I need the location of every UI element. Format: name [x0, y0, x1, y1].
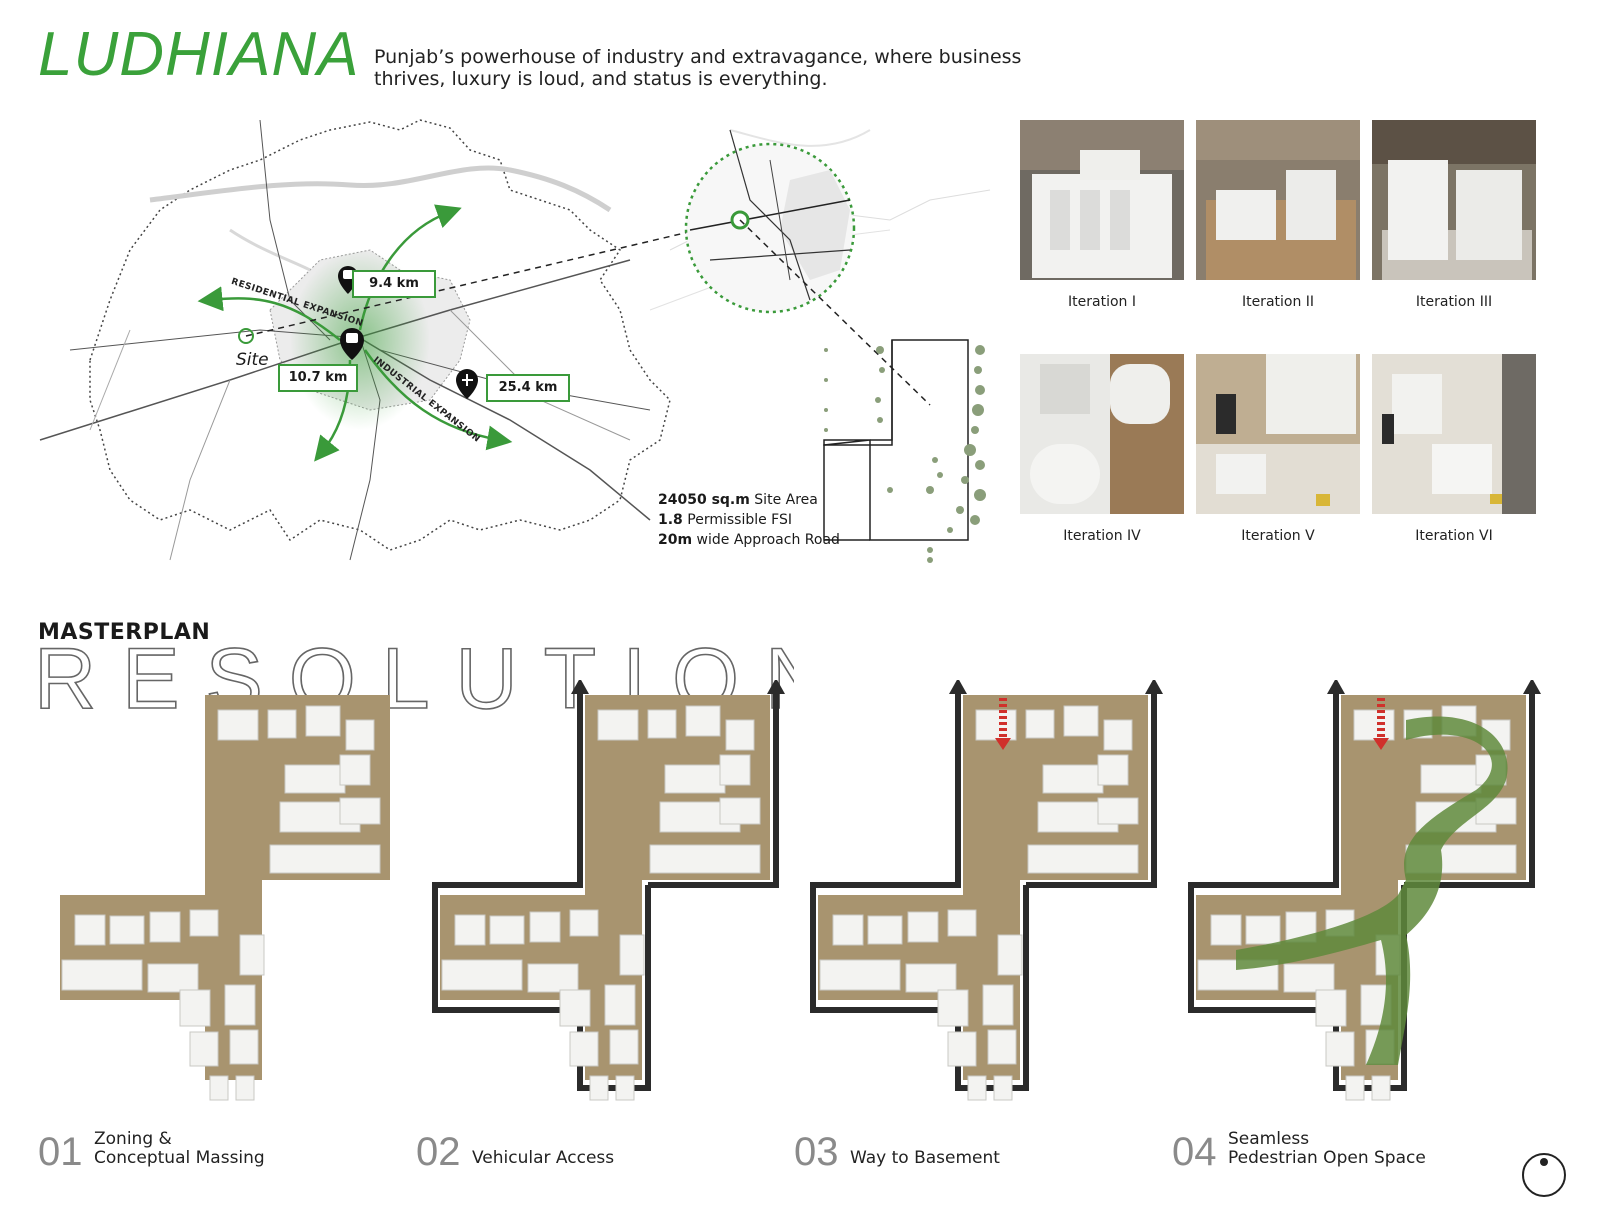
distance-bus: 10.7 km [278, 364, 358, 392]
step-04-number: 04 [1172, 1130, 1217, 1174]
north-arrow-icon [1522, 1153, 1566, 1197]
step-03-label: Way to Basement [850, 1148, 1000, 1168]
residential-expansion-arrow [197, 286, 341, 341]
tagline: Punjab’s powerhouse of industry and extr… [374, 46, 1022, 90]
bus-station-icon [340, 328, 364, 360]
step-01-diagram [59, 694, 391, 1101]
site-zoom-map [649, 129, 991, 406]
masterplan-diagrams [59, 680, 1600, 1101]
iteration-1: Iteration I [1020, 120, 1184, 310]
north-arrow-dot [1540, 1158, 1548, 1166]
page-title: LUDHIANA [38, 20, 360, 89]
step-03-diagram [813, 680, 1163, 1101]
iteration-photo [1196, 354, 1360, 514]
iteration-caption: Iteration I [1068, 294, 1136, 310]
site-plot [823, 339, 986, 563]
site-area: 24050 sq.m Site Area [658, 492, 818, 508]
iteration-3: Iteration III [1372, 120, 1536, 310]
iteration-photo [1020, 354, 1184, 514]
step-02-label: Vehicular Access [472, 1148, 615, 1168]
iteration-4: Iteration IV [1020, 354, 1184, 544]
distance-railway: 9.4 km [352, 270, 436, 298]
step-02-diagram [435, 680, 785, 1101]
iteration-caption: Iteration V [1241, 528, 1315, 544]
iteration-caption: Iteration II [1241, 294, 1315, 310]
iteration-photo [1020, 120, 1184, 280]
iteration-6: Iteration VI [1372, 354, 1536, 544]
step-03-number: 03 [794, 1130, 839, 1174]
site-label: Site [236, 350, 269, 370]
iteration-caption: Iteration III [1415, 294, 1493, 310]
step-01-number: 01 [38, 1130, 83, 1174]
site-facts: 24050 sq.m Site Area 1.8 Permissible FSI… [658, 490, 840, 550]
iteration-2: Iteration II [1196, 120, 1360, 310]
step-04-diagram [1191, 680, 1541, 1101]
iteration-5: Iteration V [1196, 354, 1360, 544]
masterplan-title: MASTERPLAN [38, 620, 211, 645]
city-map [39, 119, 991, 563]
iteration-caption: Iteration VI [1415, 528, 1493, 544]
industrial-expansion-arrow [363, 349, 513, 451]
approach-road: 20m wide Approach Road [658, 532, 840, 548]
iteration-photo [1372, 120, 1536, 280]
iteration-caption: Iteration IV [1063, 528, 1141, 544]
iteration-photo [1196, 120, 1360, 280]
permissible-fsi: 1.8 Permissible FSI [658, 512, 792, 528]
airport-icon [456, 369, 478, 399]
city-boundary [89, 119, 671, 551]
distance-airport: 25.4 km [486, 374, 570, 402]
step-02-number: 02 [416, 1130, 461, 1174]
iteration-photo [1372, 354, 1536, 514]
step-01-label: Zoning &Conceptual Massing [94, 1129, 265, 1168]
site-marker [238, 328, 254, 344]
